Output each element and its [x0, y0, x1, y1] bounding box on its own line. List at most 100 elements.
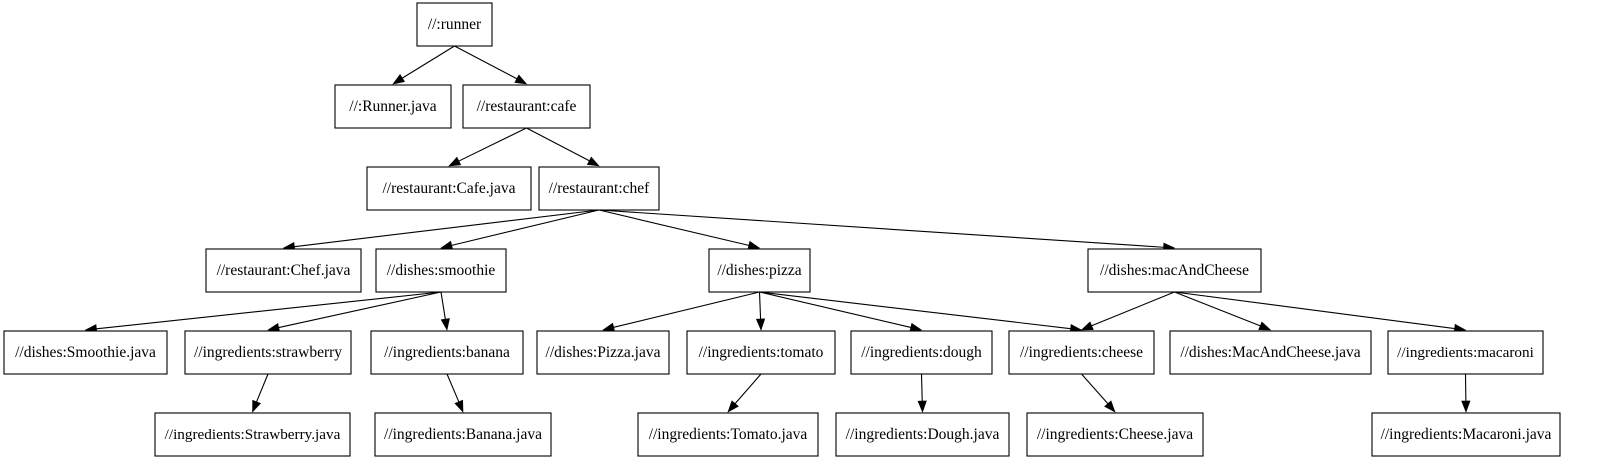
node-label: //dishes:MacAndCheese.java [1180, 344, 1360, 361]
node-box[interactable] [835, 412, 1010, 457]
graph-node[interactable]: //ingredients:Dough.java [835, 412, 1010, 457]
arrowhead-icon [514, 74, 528, 85]
node-box[interactable] [1026, 412, 1204, 457]
node-box[interactable] [686, 330, 836, 375]
node-label: //restaurant:cafe [477, 98, 577, 115]
graph-node[interactable]: //ingredients:Cheese.java [1026, 412, 1204, 457]
node-box[interactable] [370, 330, 524, 375]
graph-edge [448, 127, 527, 167]
node-box[interactable] [184, 330, 352, 375]
node-box[interactable] [154, 412, 351, 457]
node-box[interactable] [1387, 330, 1544, 375]
graph-node[interactable]: //ingredients:dough [850, 330, 993, 375]
graph-edge [267, 291, 442, 333]
node-box[interactable] [708, 248, 811, 293]
graph-node[interactable]: //restaurant:Chef.java [205, 248, 362, 293]
arrowhead-icon [392, 74, 406, 85]
node-box[interactable] [536, 330, 670, 375]
graph-node[interactable]: //ingredients:strawberry [184, 330, 352, 375]
graph-node[interactable]: //ingredients:cheese [1008, 330, 1155, 375]
arrowhead-icon [755, 318, 766, 331]
graph-node[interactable]: //ingredients:Tomato.java [637, 412, 819, 457]
graph-node[interactable]: //dishes:macAndCheese [1087, 248, 1262, 293]
node-label: //ingredients:Tomato.java [649, 426, 808, 443]
arrowhead-icon [586, 156, 600, 167]
edges-layer [84, 45, 1471, 413]
arrowhead-icon [602, 322, 616, 332]
node-box[interactable] [538, 166, 660, 211]
graph-edge [1174, 291, 1467, 334]
node-box[interactable] [1008, 330, 1155, 375]
node-label: //ingredients:Dough.java [846, 426, 1000, 443]
node-label: //dishes:macAndCheese [1100, 262, 1249, 279]
graph-node[interactable]: //dishes:MacAndCheese.java [1169, 330, 1372, 375]
graph-node[interactable]: //ingredients:banana [370, 330, 524, 375]
node-box[interactable] [374, 412, 552, 457]
graph-node[interactable]: //restaurant:chef [538, 166, 660, 211]
arrowhead-icon [1258, 321, 1272, 331]
graph-node[interactable]: //ingredients:tomato [686, 330, 836, 375]
graph-node[interactable]: //ingredients:macaroni [1387, 330, 1544, 375]
node-box[interactable] [1371, 412, 1561, 457]
graph-edge [727, 373, 762, 413]
graph-edge [598, 209, 761, 250]
graph-edge [602, 291, 760, 332]
graph-node[interactable]: //dishes:smoothie [375, 248, 507, 293]
node-label: //:Runner.java [349, 98, 437, 115]
arrowhead-icon [252, 399, 261, 413]
graph-node[interactable]: //:runner [416, 2, 493, 47]
graph-edge [1081, 373, 1116, 413]
graph-edge [440, 209, 600, 250]
arrowhead-icon [727, 400, 739, 413]
arrowhead-icon [454, 399, 464, 413]
graph-node[interactable]: //ingredients:Macaroni.java [1371, 412, 1561, 457]
node-label: //ingredients:tomato [699, 344, 824, 361]
node-label: //dishes:Pizza.java [546, 344, 661, 361]
node-label: //dishes:smoothie [387, 262, 496, 279]
node-box[interactable] [637, 412, 819, 457]
arrowhead-icon [440, 240, 454, 250]
graph-edge [759, 291, 923, 332]
graph-node[interactable]: //ingredients:Banana.java [374, 412, 552, 457]
graph-edge [440, 291, 450, 331]
arrowhead-icon [440, 318, 450, 331]
node-box[interactable] [375, 248, 507, 293]
node-label: //ingredients:Banana.java [384, 426, 542, 443]
node-box[interactable] [1087, 248, 1262, 293]
graph-node[interactable]: //restaurant:Cafe.java [366, 166, 532, 211]
graph-edge [1461, 373, 1471, 413]
graph-node[interactable]: //dishes:Smoothie.java [3, 330, 168, 375]
node-box[interactable] [205, 248, 362, 293]
arrowhead-icon [747, 240, 761, 250]
node-box[interactable] [462, 84, 591, 129]
node-label: //ingredients:strawberry [194, 344, 342, 361]
node-box[interactable] [850, 330, 993, 375]
graph-edge [526, 127, 600, 167]
graph-edge [1174, 291, 1272, 331]
graph-edge [755, 291, 766, 331]
node-label: //ingredients:dough [861, 344, 982, 361]
node-label: //restaurant:Cafe.java [383, 180, 516, 197]
graph-node[interactable]: //dishes:Pizza.java [536, 330, 670, 375]
graph-node[interactable]: //ingredients:Strawberry.java [154, 412, 351, 457]
graph-edge [446, 373, 464, 413]
graph-edge [282, 209, 600, 252]
arrowhead-icon [267, 322, 281, 333]
node-box[interactable] [366, 166, 532, 211]
graph-edge [454, 45, 528, 85]
graph-node[interactable]: //restaurant:cafe [462, 84, 591, 129]
arrowhead-icon [1080, 321, 1094, 331]
graph-edge [84, 291, 442, 334]
graph-node[interactable]: //dishes:pizza [708, 248, 811, 293]
node-box[interactable] [416, 2, 493, 47]
node-box[interactable] [1169, 330, 1372, 375]
node-box[interactable] [3, 330, 168, 375]
graph-edge [759, 291, 1083, 334]
node-label: //ingredients:macaroni [1397, 344, 1534, 361]
graph-edge [1080, 291, 1175, 331]
node-box[interactable] [334, 84, 452, 129]
node-label: //ingredients:Cheese.java [1037, 426, 1193, 443]
graph-node[interactable]: //:Runner.java [334, 84, 452, 129]
